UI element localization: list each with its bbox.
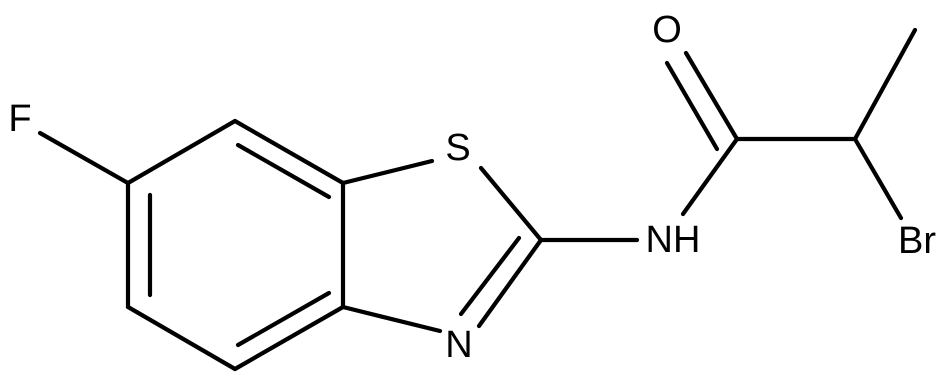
bond-carbonyl-o-1 (683, 50, 740, 142)
atom-label-sulfur: S (445, 127, 470, 169)
bond-s-c8 (478, 165, 544, 243)
atom-label-amide-nh: NH (646, 219, 701, 261)
bond-c3-c4-inner (235, 290, 332, 348)
bond-carbonyl-o-2 (664, 60, 720, 152)
bond-c8-n (476, 237, 544, 329)
atom-label-bromine: Br (898, 220, 936, 262)
atom-label-fluorine: F (8, 98, 31, 140)
bond-n-c3 (340, 304, 443, 334)
atom-label-oxygen: O (652, 9, 682, 51)
bond-nh-carbonyl (680, 136, 740, 217)
bond-c4-c5 (125, 304, 238, 372)
bond-c1-c2-inner (235, 142, 332, 200)
bond-ch-methyl (852, 27, 918, 142)
atom-label-nitrogen: N (445, 324, 472, 366)
bond-c8-n-inner (458, 235, 522, 317)
bond-ch-br (852, 136, 904, 221)
bond-c1-c2 (232, 118, 346, 186)
bond-c3-c4 (232, 304, 346, 372)
bond-c2-s (340, 158, 435, 186)
bond-c-f (37, 130, 131, 186)
bond-c7-c1 (125, 118, 238, 186)
